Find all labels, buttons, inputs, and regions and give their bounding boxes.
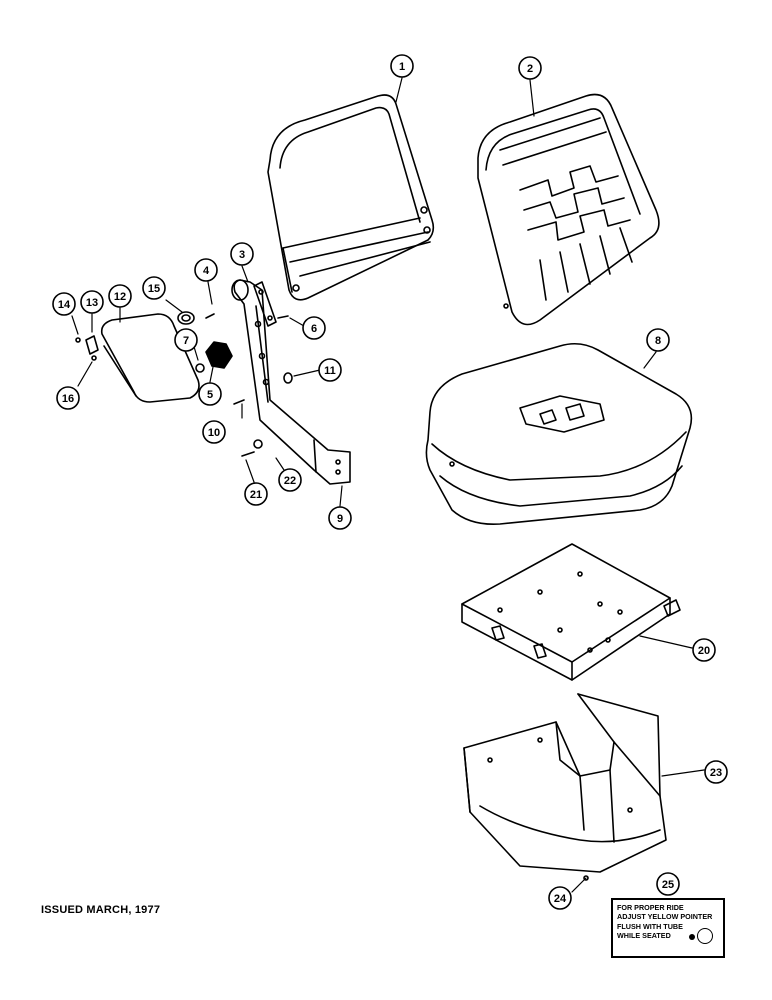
leader-lines: [71, 77, 705, 893]
callout-23: 23: [704, 760, 728, 784]
svg-text:2: 2: [527, 63, 533, 75]
callout-2: 2: [518, 56, 542, 80]
ride-adjust-decal: FOR PROPER RIDE ADJUST YELLOW POINTER FL…: [611, 898, 725, 958]
svg-text:10: 10: [208, 427, 220, 439]
svg-text:11: 11: [324, 365, 336, 377]
suspension-base-plate: [461, 543, 681, 681]
armrest-bracket: [231, 279, 351, 485]
suspension-boot: [463, 693, 667, 873]
svg-text:14: 14: [58, 299, 71, 311]
callout-7: 7: [174, 328, 198, 352]
svg-text:22: 22: [284, 475, 296, 487]
svg-text:16: 16: [62, 393, 74, 405]
callout-10: 10: [202, 420, 226, 444]
callout-12: 12: [108, 284, 132, 308]
callout-9: 9: [328, 506, 352, 530]
callout-20: 20: [692, 638, 716, 662]
svg-text:25: 25: [662, 879, 674, 891]
callout-14: 14: [52, 292, 76, 316]
svg-text:6: 6: [311, 323, 317, 335]
svg-text:24: 24: [554, 893, 567, 905]
svg-text:15: 15: [148, 283, 160, 295]
callout-16: 16: [56, 386, 80, 410]
callout-3: 3: [230, 242, 254, 266]
callout-11: 11: [318, 358, 342, 382]
link-plate: [253, 281, 277, 327]
callout-8: 8: [646, 328, 670, 352]
callout-6: 6: [302, 316, 326, 340]
svg-text:12: 12: [114, 291, 126, 303]
pointer-dot-icon: [689, 934, 695, 940]
svg-text:20: 20: [698, 645, 710, 657]
small-hardware: [75, 311, 589, 881]
svg-text:7: 7: [183, 335, 189, 347]
backrest-cushion: [477, 93, 660, 326]
svg-text:3: 3: [239, 249, 245, 261]
decal-line-3: FLUSH WITH TUBE: [617, 921, 683, 931]
decal-line-1: FOR PROPER RIDE: [617, 903, 684, 912]
svg-text:4: 4: [203, 265, 210, 277]
seat-cushion: [425, 342, 693, 526]
retainer-plate: [85, 335, 99, 355]
callout-1: 1: [390, 54, 414, 78]
svg-text:21: 21: [250, 489, 262, 501]
callout-5: 5: [198, 382, 222, 406]
svg-text:13: 13: [86, 297, 98, 309]
svg-text:23: 23: [710, 767, 722, 779]
callout-21: 21: [244, 482, 268, 506]
svg-text:5: 5: [207, 389, 213, 401]
armrest-pad: [100, 313, 200, 403]
callout-15: 15: [142, 276, 166, 300]
decal-line-4: WHILE SEATED: [617, 930, 671, 940]
callout-22: 22: [278, 468, 302, 492]
callout-25: 25: [656, 872, 680, 896]
issued-date: ISSUED MARCH, 1977: [41, 904, 161, 916]
callout-13: 13: [80, 290, 104, 314]
callouts: 1 2 3 4 5 6 7 8 9 10 11 12 13 14 15 16 2…: [52, 54, 728, 910]
adjustment-knob: [205, 341, 233, 369]
svg-text:9: 9: [337, 513, 343, 525]
callout-24: 24: [548, 886, 572, 910]
backrest-frame: [267, 94, 435, 301]
callout-4: 4: [194, 258, 218, 282]
svg-text:8: 8: [655, 335, 661, 347]
pointer-circle-icon: [697, 928, 713, 944]
decal-line-2: ADJUST YELLOW POINTER: [617, 912, 713, 922]
svg-text:1: 1: [399, 61, 405, 73]
